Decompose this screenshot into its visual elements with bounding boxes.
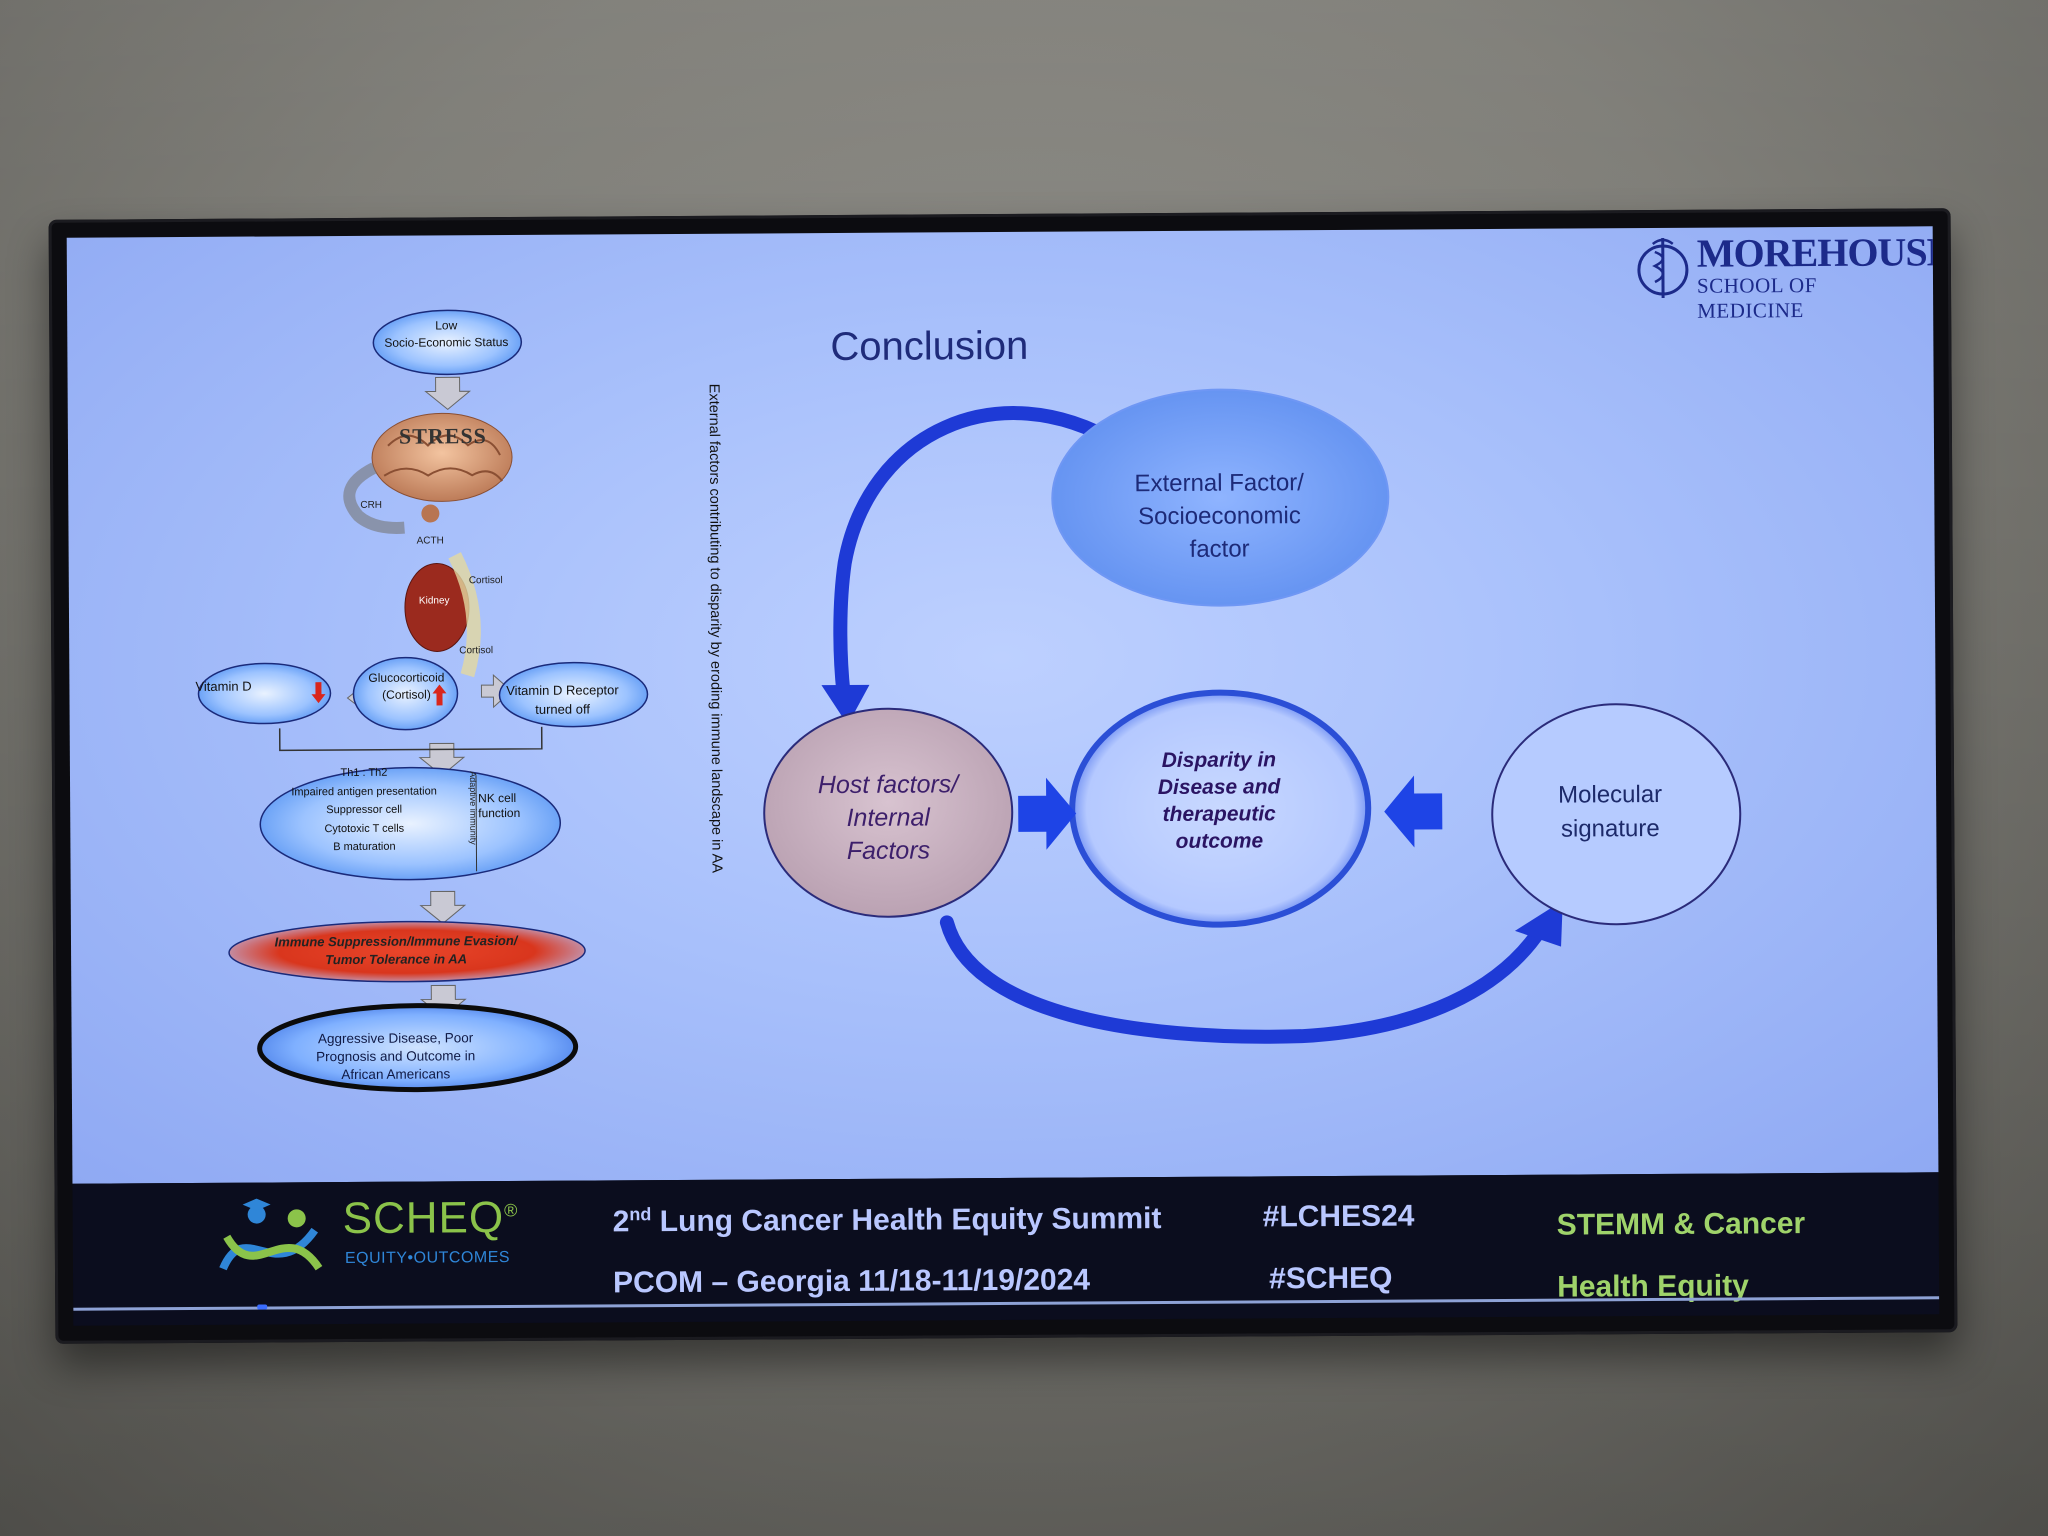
bottom-curve-arrow (939, 915, 1548, 1044)
molecular-signature-label: Molecular signature (1500, 778, 1720, 847)
top-curve-arrow (833, 406, 1125, 700)
external-line2: Socioeconomic (1137, 502, 1301, 531)
glucocorticoid-node (352, 656, 459, 731)
molecular-signature-node (1491, 703, 1742, 926)
scheq-logo-icon (219, 1198, 323, 1271)
scheq-brand-text: SCHEQ (342, 1193, 505, 1244)
low-ses-node (372, 309, 523, 376)
external-line1: External Factor/ (1134, 469, 1304, 498)
molecular-line2: signature (1560, 814, 1660, 843)
up-red-arrow-icon (432, 684, 447, 706)
flowchart-graphic (197, 309, 649, 1093)
host-line2: Internal (846, 803, 931, 832)
external-line3: factor (1189, 535, 1250, 563)
immune-node (259, 766, 562, 881)
down-arrow-3 (419, 890, 467, 925)
tv-monitor: MOREHOUSE SCHOOL OF MEDICINE Conclusion … (48, 208, 1958, 1344)
disparity-line3: therapeutic (1162, 802, 1276, 827)
scheq-brand: SCHEQ® (343, 1193, 519, 1244)
host-factors-label: Host factors/ Internal Factors (778, 768, 999, 868)
bottom-curve-arrowhead (1514, 900, 1563, 947)
disparity-label: Disparity in Disease and therapeutic out… (1104, 746, 1335, 855)
down-arrow-2 (418, 742, 466, 777)
immune-suppression-node (228, 920, 586, 983)
down-red-arrow-icon (311, 682, 326, 704)
hashtag-lches24: #LCHES24 (1262, 1199, 1415, 1234)
registered-mark: ® (504, 1200, 519, 1221)
disparity-line1: Disparity in (1161, 748, 1277, 773)
summit-title: 2nd Lung Cancer Health Equity Summit (613, 1201, 1162, 1239)
stemm-cancer-text: STEMM & Cancer (1556, 1207, 1806, 1242)
top-curve-arrowhead (821, 684, 870, 725)
external-factor-node (1051, 388, 1390, 607)
right-block-arrow-icon (1018, 777, 1077, 850)
left-block-arrow-icon (1384, 775, 1443, 848)
host-line1: Host factors/ (817, 770, 959, 800)
power-led (257, 1304, 268, 1310)
molecular-line1: Molecular (1558, 780, 1663, 809)
aggressive-disease-node (257, 1003, 579, 1093)
scheq-subtitle: EQUITY•OUTCOMES (344, 1249, 511, 1268)
external-factor-label: External Factor/ Socioeconomic factor (1084, 466, 1355, 567)
slide-footer: SCHEQ® EQUITY•OUTCOMES 2nd Lung Cancer H… (72, 1172, 1940, 1326)
summit-name: Lung Cancer Health Equity Summit (651, 1202, 1162, 1239)
disparity-line4: outcome (1175, 829, 1264, 853)
vitamin-d-node (197, 662, 332, 725)
disparity-line2: Disease and (1157, 775, 1281, 800)
summit-ordinal: 2 (612, 1205, 630, 1239)
down-arrow-1 (424, 376, 472, 411)
conclusion-diagram (763, 388, 1742, 1044)
summit-ordinal-suffix: nd (629, 1204, 652, 1225)
caduceus-icon (1637, 237, 1689, 298)
summit-location: PCOM – Georgia 11/18-11/19/2024 (612, 1263, 1091, 1300)
hashtag-scheq: #SCHEQ (1268, 1261, 1393, 1296)
host-factors-node (763, 707, 1014, 918)
morehouse-logo: MOREHOUSE SCHOOL OF MEDICINE (1635, 228, 1938, 323)
slide-screen: MOREHOUSE SCHOOL OF MEDICINE Conclusion … (66, 226, 1939, 1184)
vdr-node (498, 661, 649, 728)
host-line3: Factors (846, 836, 931, 865)
